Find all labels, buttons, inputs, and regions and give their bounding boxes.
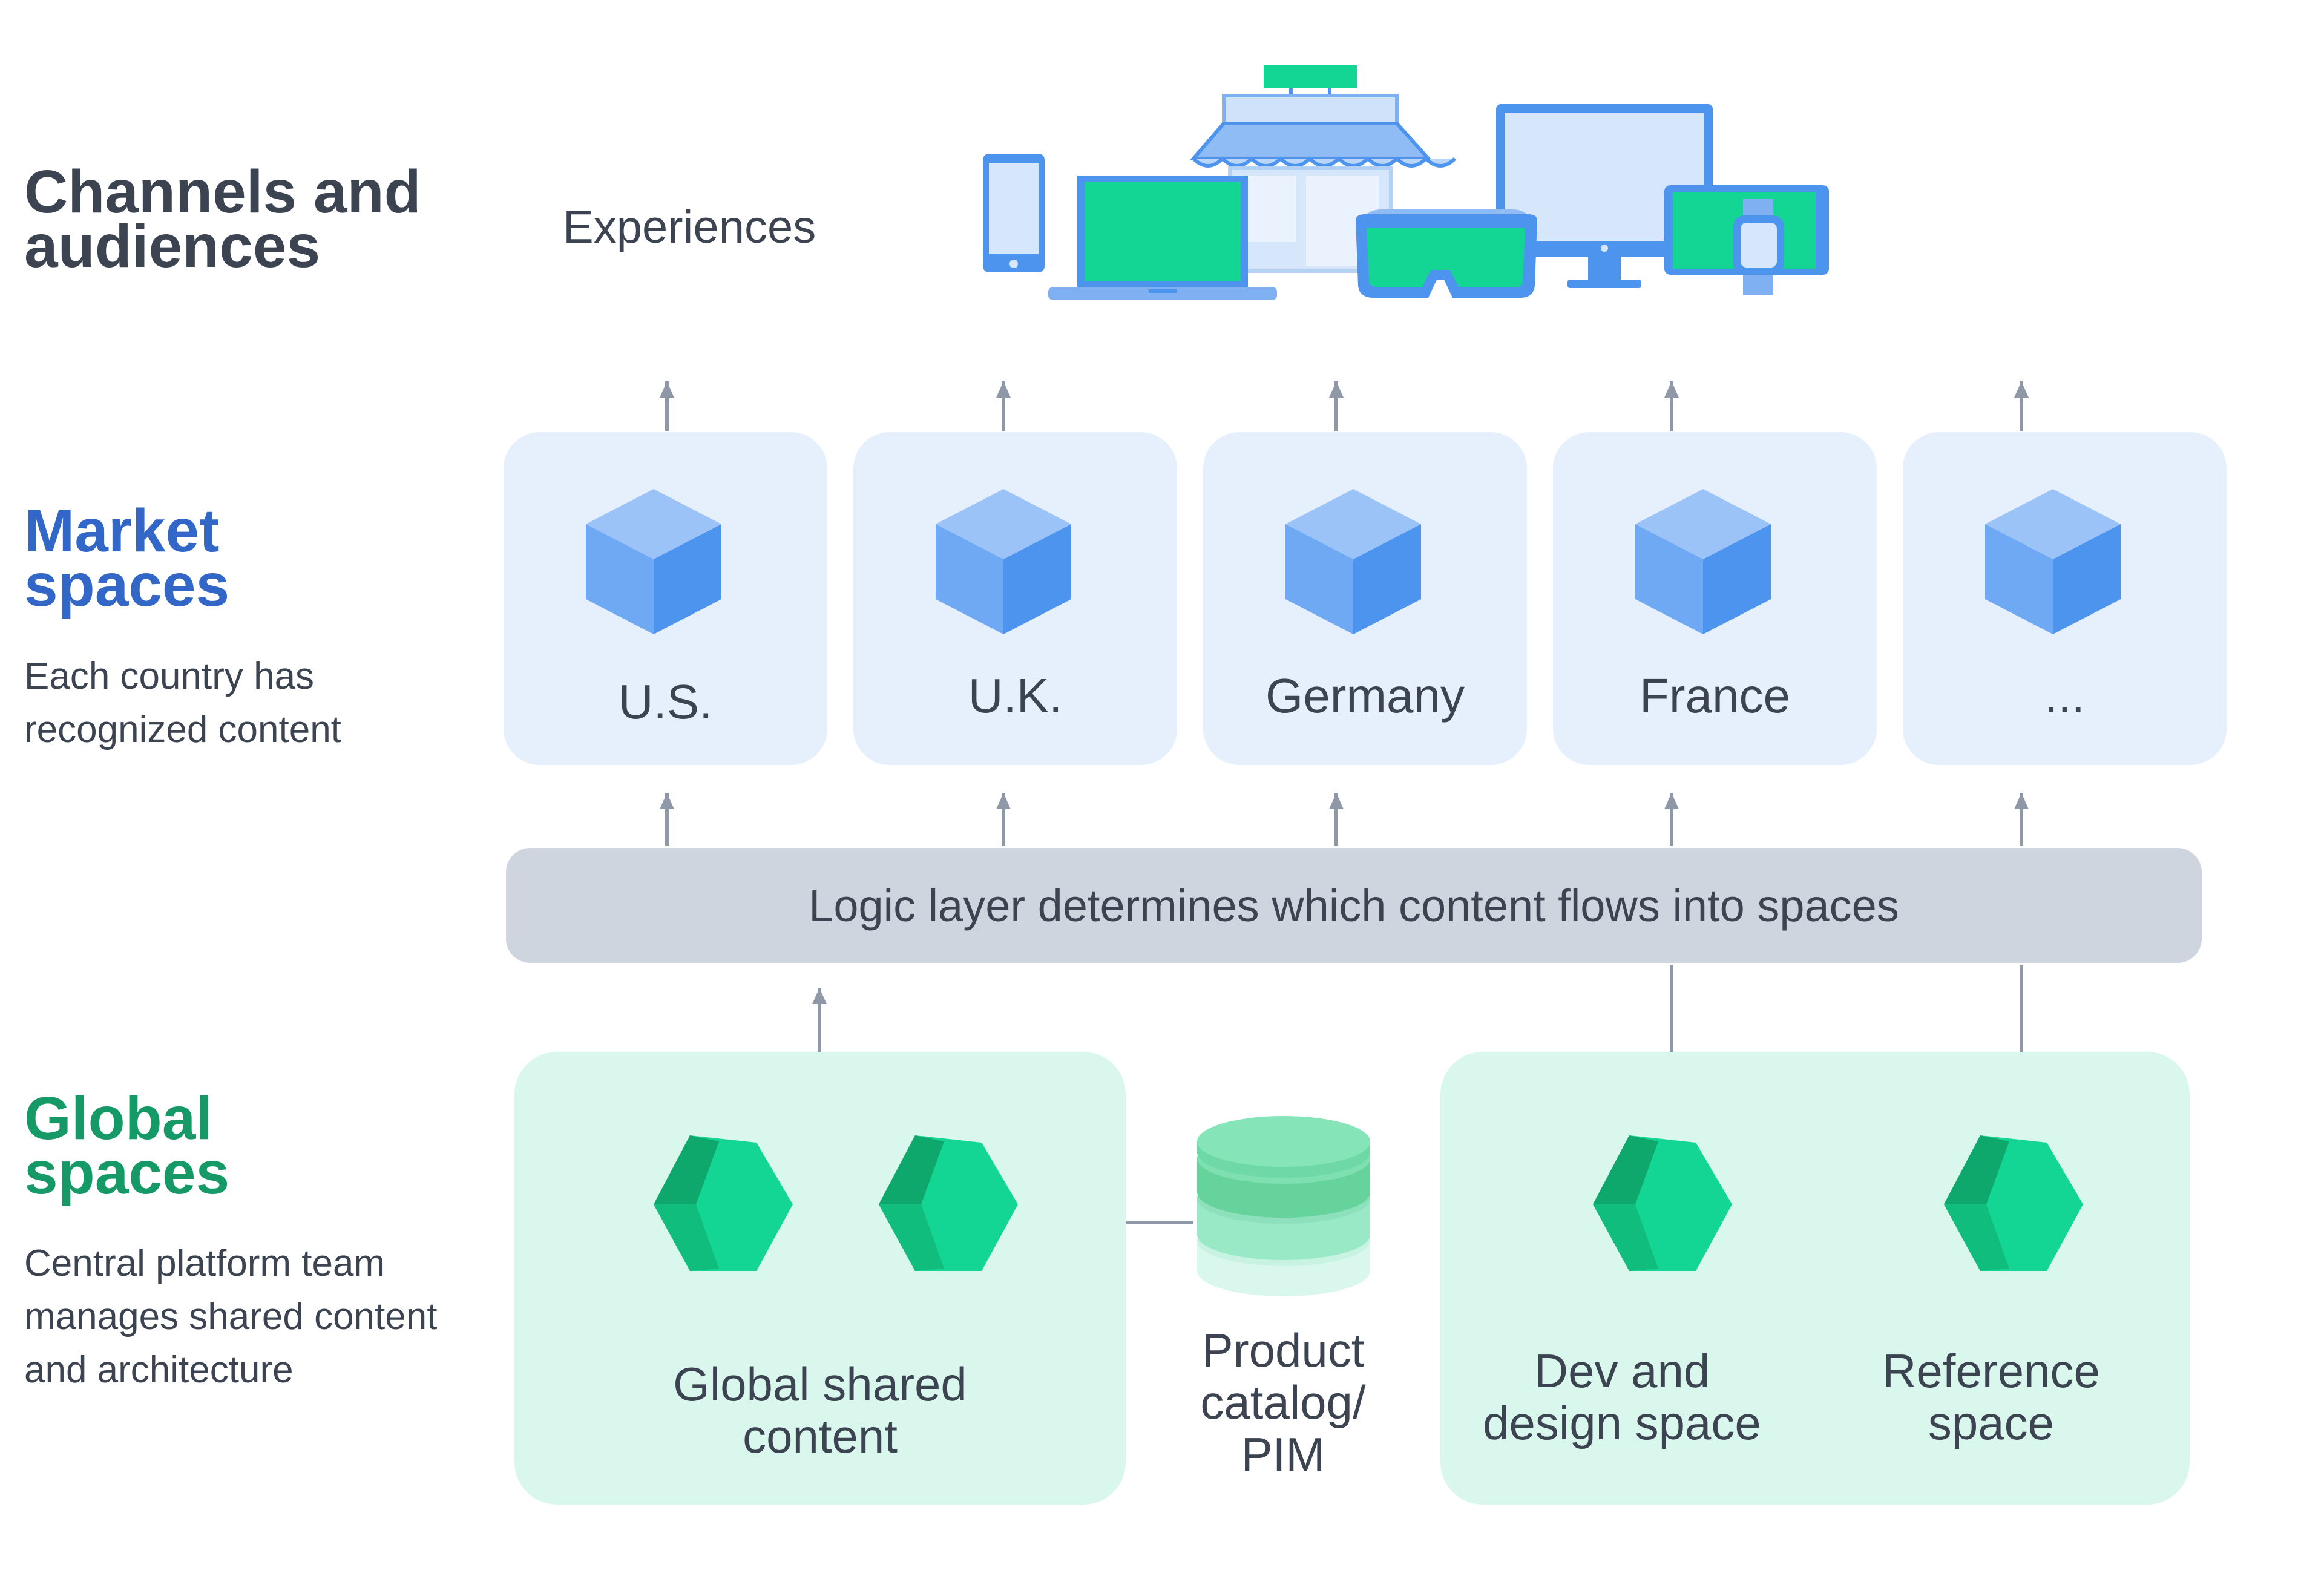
reference-space-line2: space [1928, 1396, 2055, 1449]
market-card-more[interactable]: ... [1903, 432, 2227, 765]
channels-title: Channels and audiences [24, 158, 421, 280]
market-title: Market spaces [24, 497, 230, 619]
dev-space-line1: Dev and [1534, 1344, 1710, 1397]
smartwatch-icon [1733, 199, 1784, 295]
laptop-icon [1048, 176, 1277, 300]
market-card-us[interactable]: U.S. [504, 432, 827, 765]
channels-title-line1: Channels and [24, 158, 421, 226]
market-label-germany: Germany [1265, 669, 1465, 723]
global-shared-line1: Global shared [673, 1357, 967, 1411]
hexagon-icon [1944, 1135, 2083, 1271]
vr-headset-icon [1356, 209, 1537, 298]
phone-icon [983, 154, 1045, 272]
global-shared-card[interactable]: Global shared content [514, 1052, 1126, 1505]
global-shared-hexagons [654, 1135, 1018, 1271]
global-description: Central platform team manages shared con… [24, 1237, 437, 1397]
cube-icon [586, 489, 721, 634]
hexagon-icon [879, 1135, 1018, 1271]
dev-space-line2: design space [1483, 1396, 1761, 1449]
market-card-germany[interactable]: Germany [1203, 432, 1527, 765]
reference-space-label: Reference space [1864, 1345, 2118, 1449]
market-desc-line2: recognized content [24, 709, 341, 750]
logic-layer-bar: Logic layer determines which content flo… [506, 848, 2202, 963]
cube-icon [1285, 489, 1421, 634]
dev-reference-hexagons [1593, 1135, 2083, 1271]
logic-layer-label: Logic layer determines which content flo… [809, 880, 1899, 931]
monitor-icon [1496, 104, 1713, 288]
experiences-illustration [983, 65, 1829, 300]
global-title-line2: spaces [24, 1139, 230, 1207]
cube-icon [1985, 489, 2121, 634]
hexagon-icon [654, 1135, 793, 1271]
product-catalog-line1: Product [1201, 1324, 1365, 1377]
product-catalog-line3: PIM [1241, 1428, 1325, 1481]
market-title-line1: Market [24, 497, 220, 565]
reference-space-line1: Reference [1882, 1344, 2100, 1397]
global-desc-line2: manages shared content [24, 1296, 438, 1338]
market-desc-line1: Each country has [24, 655, 315, 697]
experiences-label: Experiences [563, 202, 816, 253]
dev-space-label: Dev and design space [1477, 1345, 1767, 1449]
market-title-line2: spaces [24, 551, 230, 619]
market-label-us: U.S. [618, 675, 713, 729]
market-label-uk: U.K. [968, 669, 1063, 723]
product-catalog-label: Product catalog/ PIM [1168, 1324, 1398, 1480]
market-card-france[interactable]: France [1553, 432, 1877, 765]
dev-reference-card[interactable]: Dev and design space Reference space [1440, 1052, 2190, 1505]
global-shared-label: Global shared content [514, 1358, 1126, 1462]
global-title: Global spaces [24, 1085, 230, 1207]
market-label-france: France [1640, 669, 1790, 723]
cube-icon [936, 489, 1071, 634]
global-desc-line3: and architecture [24, 1349, 294, 1391]
market-card-uk[interactable]: U.K. [853, 432, 1177, 765]
product-catalog-line2: catalog/ [1200, 1376, 1366, 1429]
market-description: Each country has recognized content [24, 650, 341, 757]
channels-title-line2: audiences [24, 212, 321, 280]
cube-icon [1635, 489, 1771, 634]
global-desc-line1: Central platform team [24, 1243, 386, 1284]
global-title-line1: Global [24, 1085, 213, 1152]
global-shared-line2: content [743, 1410, 898, 1463]
market-label-more: ... [2044, 669, 2085, 723]
hexagon-icon [1593, 1135, 1732, 1271]
database-icon [1197, 1116, 1370, 1296]
